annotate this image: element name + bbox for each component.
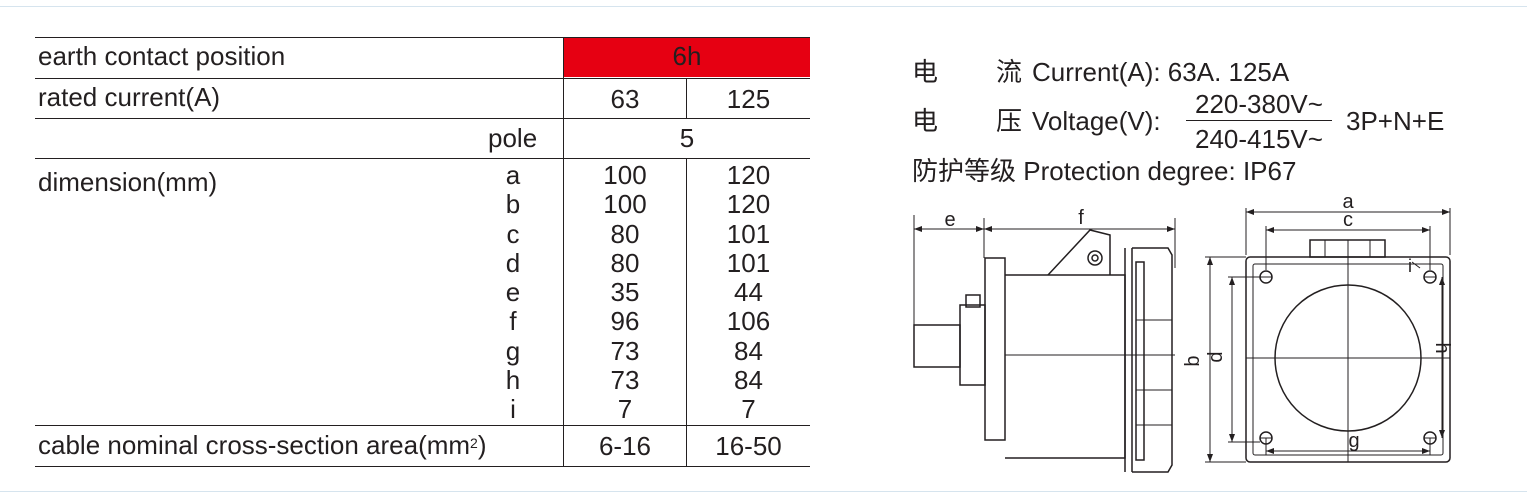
protection-en: Protection degree: IP67 — [1023, 156, 1297, 186]
earth-position-highlight — [563, 38, 810, 77]
dim-value-125: 101 — [726, 218, 771, 249]
dim-label-d: d — [1205, 351, 1227, 362]
current-en: Current(A): 63A. 125A — [1032, 57, 1290, 87]
dim-label-i: i — [1408, 256, 1412, 276]
earth-position-value: 6h — [672, 41, 702, 71]
dim-label-f: f — [1078, 207, 1084, 229]
table-column-rule — [686, 78, 687, 118]
pole-label: pole — [488, 123, 538, 153]
spec-table: earth contact position 6h rated current(… — [35, 37, 810, 467]
rated-current-63: 63 — [610, 84, 640, 114]
dim-label-g: g — [1348, 430, 1359, 452]
rated-current-125: 125 — [726, 84, 771, 114]
dim-value-125: 44 — [734, 277, 763, 308]
voltage-config: 3P+N+E — [1346, 106, 1445, 136]
table-rule — [35, 425, 810, 426]
dim-value-125: 101 — [726, 247, 771, 278]
voltage-en: Voltage(V): — [1032, 106, 1161, 136]
dimension-values-125: 120 120 101 101 44 106 84 84 7 — [687, 160, 810, 425]
voltage-zh-1: 电 — [912, 106, 939, 136]
table-rule — [35, 158, 810, 159]
front-view: a c i b d — [1182, 191, 1453, 463]
table-rule — [35, 37, 810, 38]
dim-value-125: 84 — [734, 365, 763, 396]
dimension-values-63: 100 100 80 80 35 96 73 73 7 — [564, 160, 686, 425]
current-zh-2: 流 — [996, 57, 1023, 87]
current-zh-1: 电 — [912, 57, 939, 87]
table-column-rule — [563, 37, 564, 467]
side-view: e f — [913, 207, 1176, 473]
pole-value: 5 — [679, 123, 695, 153]
dim-letter: e — [505, 277, 521, 308]
cable-area-superscript: 2 — [470, 435, 478, 451]
dim-value-125: 106 — [726, 306, 771, 337]
bottom-divider — [0, 491, 1527, 492]
voltage-top: 220-380V~ — [1186, 89, 1332, 121]
table-column-rule — [686, 158, 687, 466]
dim-letter: i — [510, 394, 516, 425]
table-rule — [35, 118, 810, 119]
dim-value-63: 80 — [610, 247, 640, 278]
dim-label-b: b — [1182, 355, 1204, 366]
voltage-fraction: 220-380V~ 240-415V~ — [1186, 89, 1332, 154]
dim-value-125: 84 — [734, 335, 763, 366]
dim-value-63: 100 — [603, 189, 647, 220]
dim-label-e: e — [944, 209, 955, 231]
cable-area-63: 6-16 — [598, 431, 652, 461]
dim-letter: a — [505, 160, 521, 190]
dim-value-63: 35 — [610, 277, 640, 308]
current-spec: 电 流 Current(A): 63A. 125A — [912, 57, 1472, 87]
dim-label-h: h — [1431, 342, 1453, 353]
dim-value-125: 7 — [741, 394, 756, 425]
dim-letter: g — [505, 335, 521, 366]
rated-current-label: rated current(A) — [38, 82, 221, 112]
dim-letter: b — [505, 189, 521, 220]
dim-value-63: 100 — [603, 160, 647, 190]
cable-area-text: cable nominal cross-section area(mm — [38, 430, 471, 460]
table-rule — [35, 466, 810, 467]
dim-value-63: 80 — [610, 218, 640, 249]
dimension-label: dimension(mm) — [38, 167, 218, 197]
voltage-spec: 电 压 Voltage(V): 220-380V~ 240-415V~ 3P+N… — [912, 89, 1472, 154]
dim-value-125: 120 — [726, 189, 771, 220]
table-rule — [35, 78, 810, 79]
dimension-letters: a b c d e f g h i — [488, 160, 538, 425]
dim-label-c: c — [1343, 209, 1353, 231]
dim-letter: d — [505, 247, 521, 278]
cable-area-close: ) — [477, 430, 487, 460]
cable-area-125: 16-50 — [715, 431, 782, 461]
dim-letter: f — [509, 306, 517, 337]
dim-label-a: a — [1342, 191, 1354, 213]
dim-value-125: 120 — [726, 160, 771, 190]
protection-spec: 防护等级 Protection degree: IP67 — [912, 156, 1296, 186]
dim-value-63: 96 — [610, 306, 640, 337]
top-divider — [0, 6, 1527, 7]
dim-value-63: 73 — [610, 335, 640, 366]
voltage-zh-2: 压 — [996, 106, 1023, 136]
dim-letter: c — [506, 218, 520, 249]
cable-area-label: cable nominal cross-section area(mm2) — [38, 430, 487, 460]
earth-position-label: earth contact position — [38, 41, 286, 71]
dim-value-63: 73 — [610, 365, 640, 396]
dim-letter: h — [505, 365, 521, 396]
voltage-bottom: 240-415V~ — [1195, 124, 1323, 154]
protection-zh: 防护等级 — [912, 156, 1017, 186]
dim-value-63: 7 — [617, 394, 633, 425]
